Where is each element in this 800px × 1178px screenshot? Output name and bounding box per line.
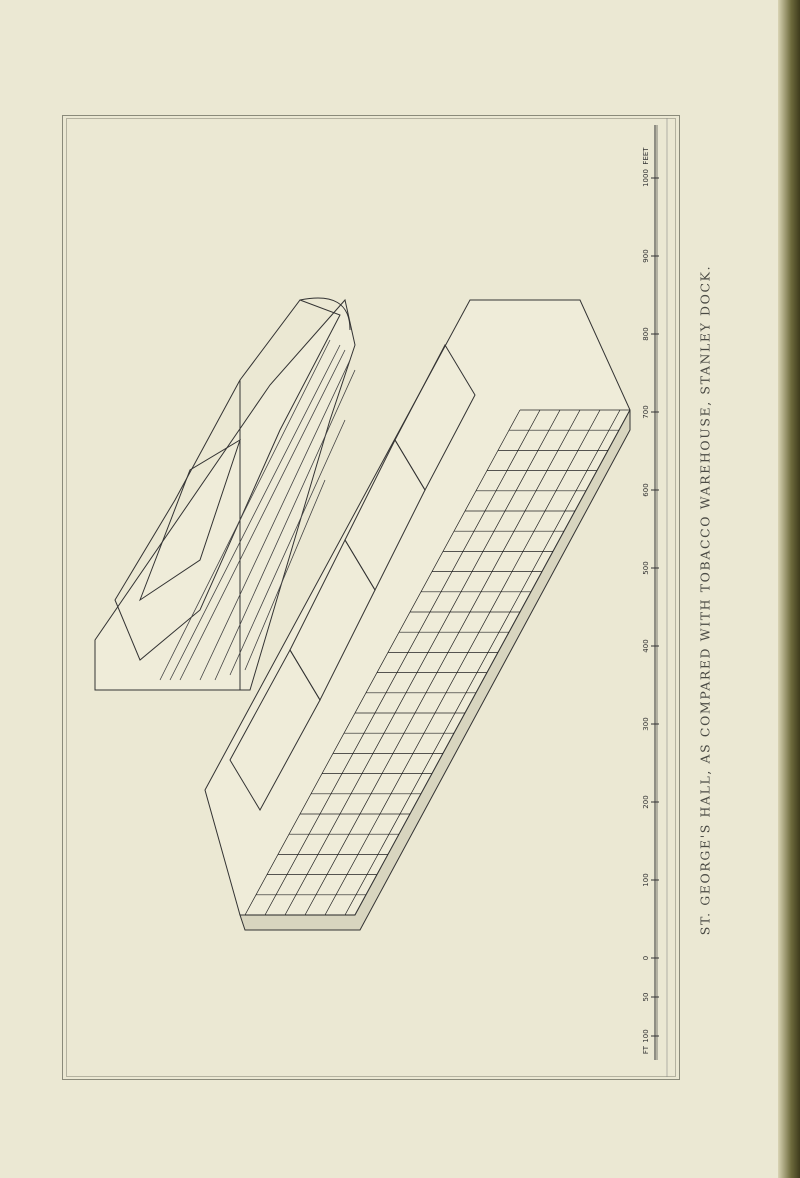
facade-floor-line: [324, 409, 601, 916]
scale-tick-label: 200: [642, 795, 650, 808]
scale-tick-label: 400: [642, 639, 650, 652]
facade-floor-line: [344, 409, 621, 916]
scale-tick-label: 100: [642, 873, 650, 886]
book-spine-edge: [778, 0, 800, 1178]
facade-floor-line: [284, 409, 561, 916]
scale-tick-label: 300: [642, 717, 650, 730]
plate-caption: ST. GEORGE'S HALL, AS COMPARED WITH TOBA…: [697, 264, 713, 936]
facade-floor-line: [304, 409, 581, 916]
scale-tick-label: 900: [642, 249, 650, 262]
scale-tick-label: 50: [642, 993, 650, 1002]
plate-border: [62, 115, 680, 1080]
scale-unit-start: FT: [642, 1045, 650, 1054]
scale-tick-label: 600: [642, 483, 650, 496]
scale-tick-label: 100: [642, 1029, 650, 1042]
st-georges-hall-drawing: [94, 297, 356, 691]
scale-unit-end: FEET: [642, 147, 650, 165]
scale-tick-label: 500: [642, 561, 650, 574]
hall-colonnade: [159, 339, 356, 681]
scale-tick-label: 1000: [642, 169, 650, 187]
warehouse-facade-grid: [244, 409, 630, 916]
scale-tick-label: 700: [642, 405, 650, 418]
scale-bar: 1005001002003004005006007008009001000FTF…: [642, 118, 668, 1077]
plate-inner-border: [66, 118, 676, 1077]
warehouse-roofs: [229, 343, 476, 812]
scale-tick-label: 800: [642, 327, 650, 340]
tobacco-warehouse-drawing: [204, 299, 631, 931]
facade-floor-line: [264, 409, 541, 916]
scale-tick-label: 0: [642, 956, 650, 960]
facade-floor-line: [244, 409, 521, 916]
